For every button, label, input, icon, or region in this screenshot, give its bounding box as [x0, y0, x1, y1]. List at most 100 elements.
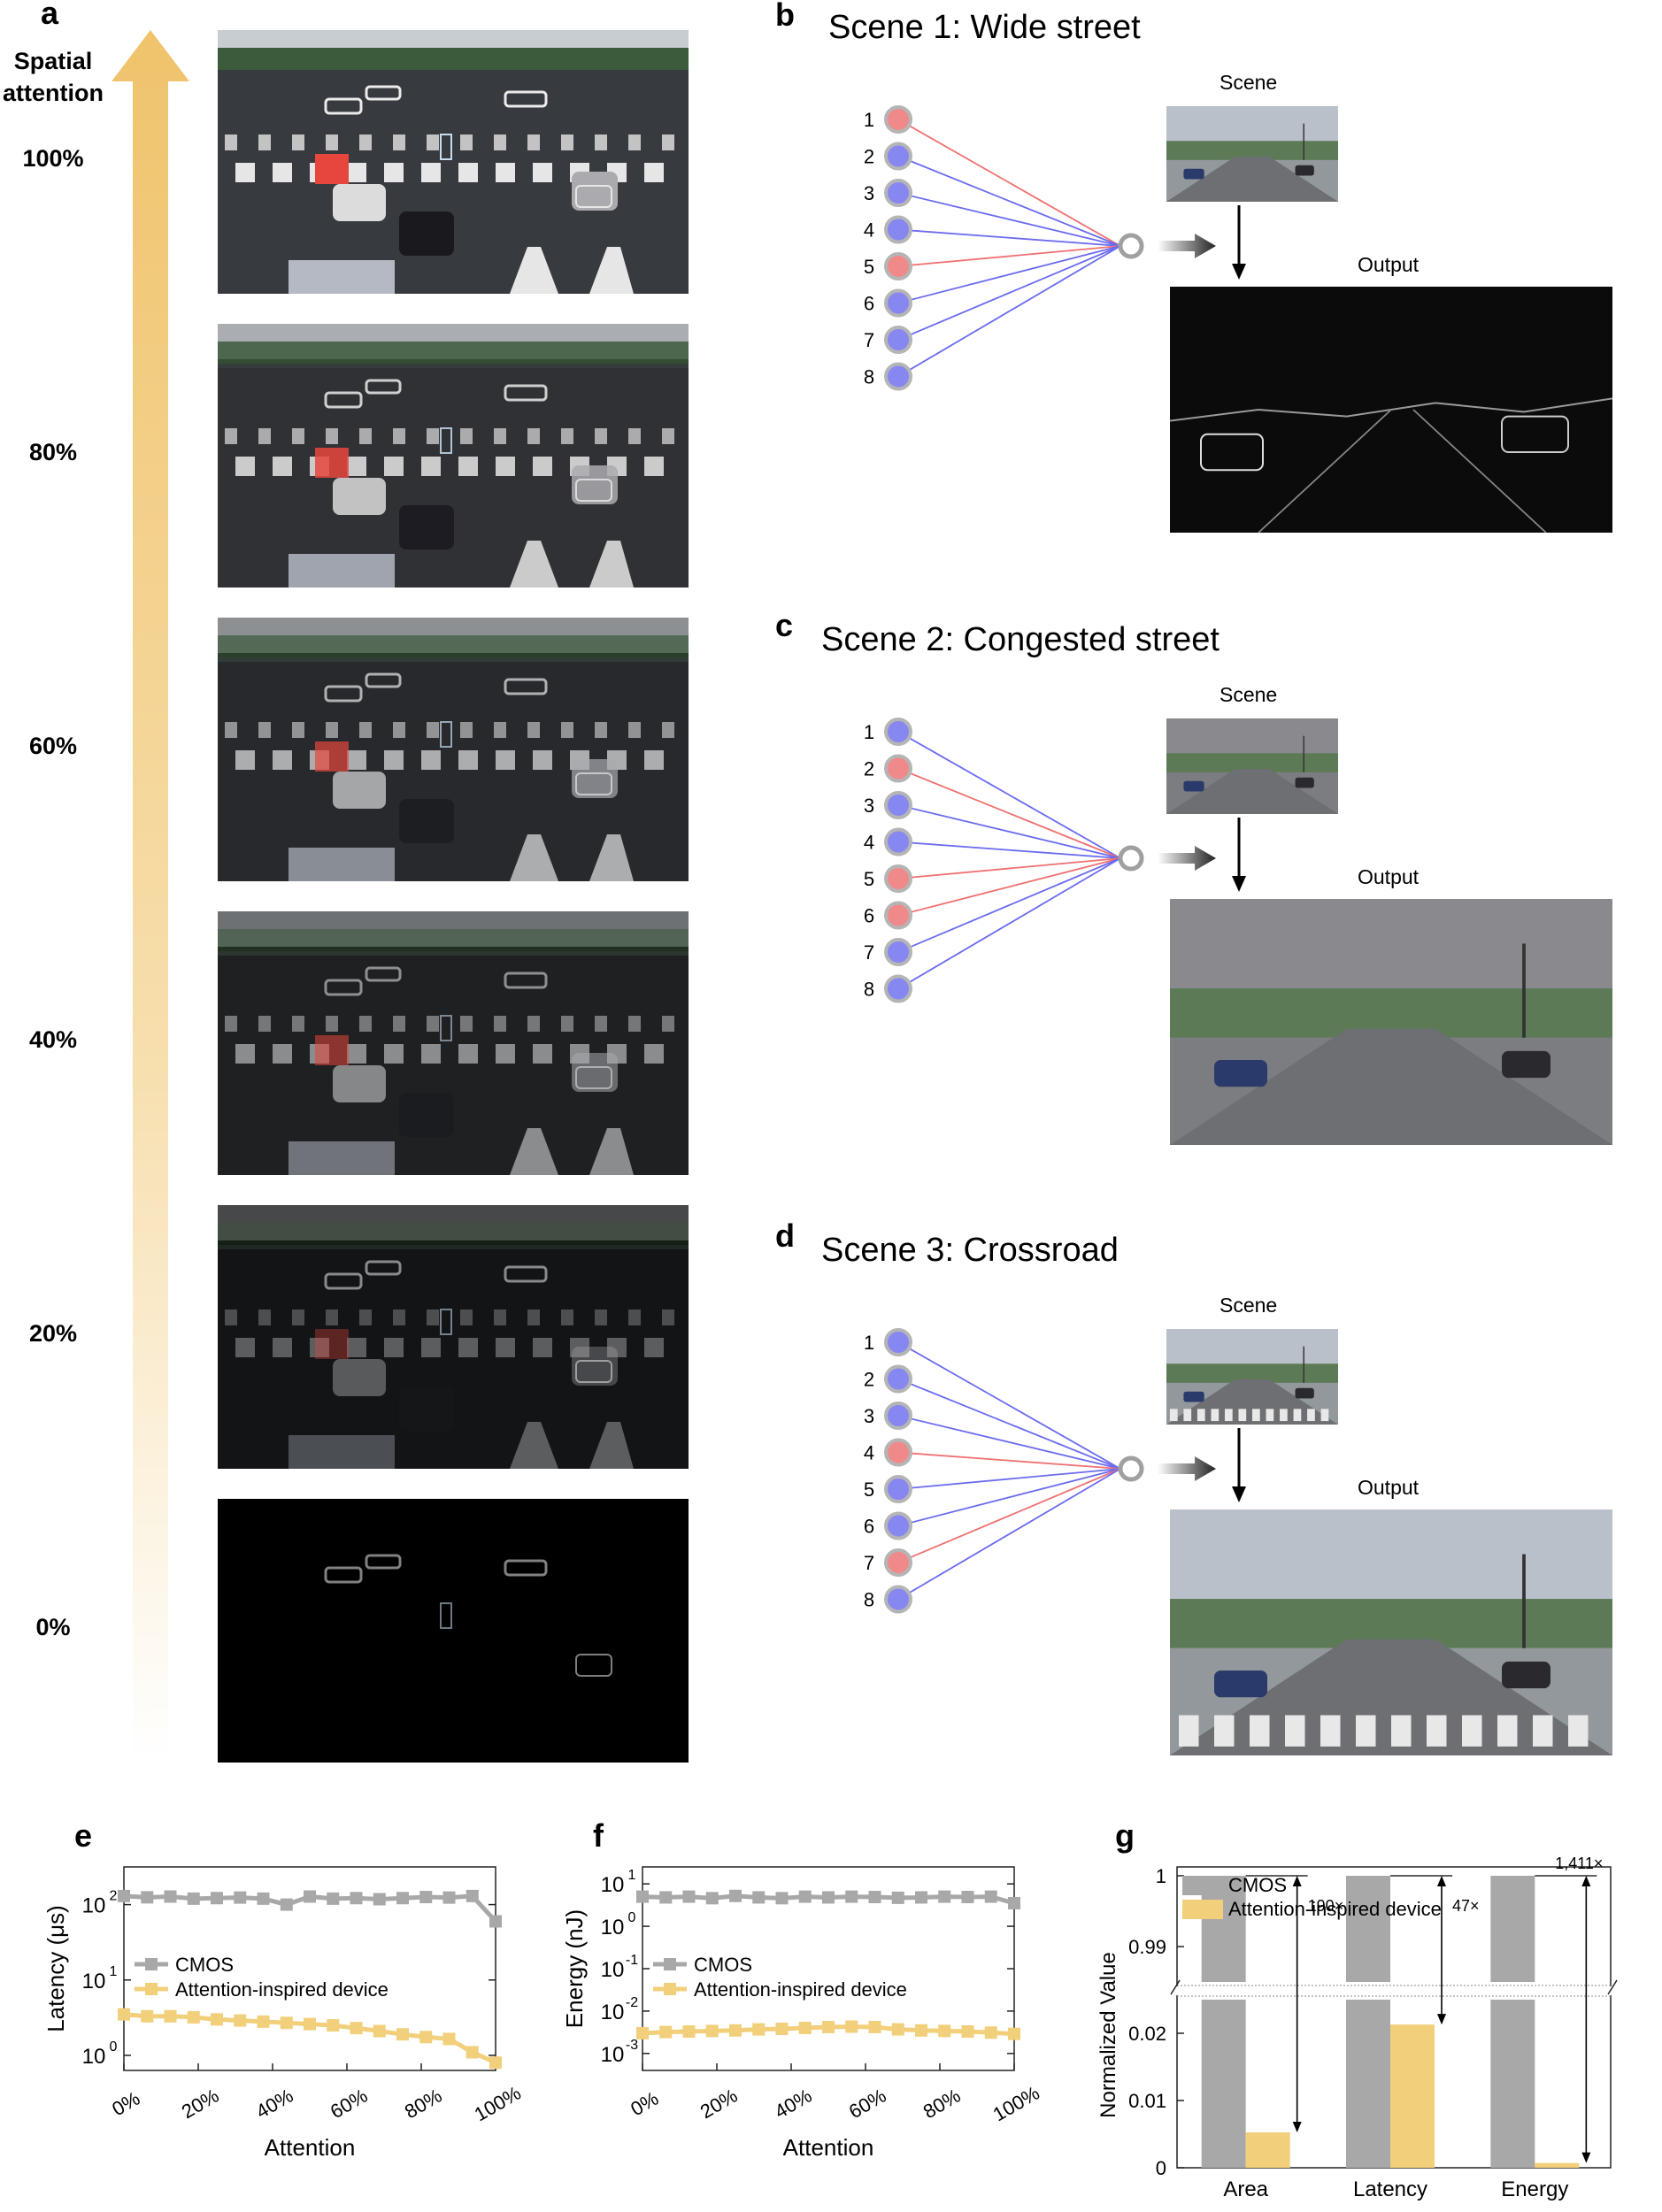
y-tick-label: 0 — [1156, 2157, 1166, 2179]
output-image — [1170, 899, 1612, 1145]
level-label-100: 100% — [22, 145, 84, 172]
data-point — [752, 1891, 766, 1904]
node-number: 2 — [864, 758, 874, 780]
synapse-line — [897, 841, 1121, 859]
synapse-line — [897, 1378, 1121, 1470]
attention-image-60 — [218, 618, 689, 881]
output-image — [1170, 287, 1612, 533]
y-tick-label: 10 — [601, 2001, 625, 2024]
data-point — [682, 1890, 696, 1903]
synapse-line — [897, 857, 1121, 953]
ratio-arrow-head — [1581, 2152, 1591, 2163]
output-label: Output — [1358, 1476, 1420, 1499]
ratio-arrow-head — [1437, 2014, 1446, 2025]
attention-image-100 — [218, 30, 689, 294]
data-point — [1008, 2027, 1020, 2040]
data-point — [659, 2025, 673, 2039]
scene-title: Scene 1: Wide street — [828, 9, 1141, 46]
node-number: 3 — [864, 795, 874, 817]
node-number: 2 — [864, 1369, 874, 1391]
data-point — [984, 1890, 997, 1903]
synapse-line — [897, 857, 1121, 990]
level-label-60: 60% — [28, 733, 78, 759]
data-point — [798, 1890, 812, 1903]
x-tick-label: 80% — [919, 2085, 965, 2124]
x-tick-label: 60% — [845, 2085, 890, 2124]
node-number: 1 — [864, 1332, 874, 1354]
y-tick-label: 0.02 — [1128, 2023, 1166, 2045]
data-point — [373, 1893, 386, 1906]
data-point — [304, 1890, 316, 1903]
input-node — [884, 1328, 912, 1356]
data-point — [141, 2009, 154, 2023]
scene-thumbnail — [1166, 1329, 1338, 1425]
y-tick-label: 0.99 — [1128, 1936, 1166, 1958]
x-tick-label: 20% — [696, 2085, 742, 2124]
attention-image-80 — [218, 324, 689, 588]
data-point — [327, 1892, 340, 1905]
ratio-annotation: 190× — [1308, 1897, 1344, 1915]
data-point — [396, 1892, 409, 1905]
synapse-line — [897, 155, 1121, 247]
input-node — [884, 179, 912, 207]
data-point — [961, 2024, 974, 2038]
synapse-line — [897, 857, 1121, 917]
synapse-line — [897, 245, 1121, 378]
input-node — [884, 901, 912, 930]
output-neuron — [1118, 1455, 1144, 1482]
node-number: 7 — [864, 941, 874, 964]
data-point — [234, 2014, 247, 2027]
attention-image-20 — [218, 1205, 689, 1469]
spatial-label: Spatial — [13, 48, 93, 74]
x-axis-label: Attention — [783, 2134, 874, 2161]
data-point — [775, 1892, 789, 1905]
synapse-line — [897, 192, 1121, 247]
node-number: 2 — [864, 146, 874, 168]
x-tick-label: 0% — [108, 2087, 143, 2121]
synapse-line — [897, 804, 1121, 859]
scene-label: Scene — [1220, 1294, 1278, 1317]
synapse-line — [897, 245, 1121, 267]
scene-thumbnail — [1166, 718, 1338, 814]
input-node — [884, 1548, 912, 1577]
bar-cmos-lower — [1201, 2000, 1246, 2168]
bar-device — [1535, 2162, 1580, 2168]
synapse-line — [897, 767, 1121, 859]
level-label-80: 80% — [28, 439, 78, 465]
input-node — [884, 142, 912, 171]
output-neuron — [1118, 845, 1144, 872]
y-tick-exponent: 2 — [110, 1889, 118, 1904]
data-point — [466, 2046, 479, 2059]
data-point — [845, 1890, 858, 1903]
down-arrow-head — [1232, 876, 1246, 892]
panel-letter-d: d — [775, 1217, 795, 1254]
data-point — [891, 1891, 904, 1904]
input-node — [884, 1438, 912, 1467]
data-point — [938, 2024, 951, 2038]
node-number: 4 — [864, 832, 874, 854]
data-point — [442, 2032, 456, 2046]
node-number: 8 — [864, 366, 874, 388]
input-node — [884, 326, 912, 354]
legend-marker — [145, 1958, 158, 1970]
input-node — [884, 938, 912, 966]
y-tick-label: 10 — [82, 1894, 106, 1918]
y-tick-label: 10 — [601, 2043, 625, 2067]
data-point — [211, 1892, 223, 1905]
data-point — [682, 2024, 696, 2038]
panel-letter-b: b — [775, 0, 795, 33]
x-tick-label: 40% — [252, 2085, 297, 2124]
category-label: Latency — [1353, 2177, 1427, 2201]
input-node — [884, 791, 912, 819]
data-point — [822, 1891, 835, 1904]
input-node — [884, 362, 912, 391]
data-point — [752, 2023, 766, 2036]
scene-thumbnail — [1166, 106, 1338, 202]
down-arrow-head — [1232, 264, 1246, 280]
data-point — [442, 1891, 456, 1904]
panel-letter-e: e — [74, 1817, 93, 1854]
bar-device — [1390, 2024, 1435, 2168]
flow-arrow — [1158, 234, 1216, 258]
